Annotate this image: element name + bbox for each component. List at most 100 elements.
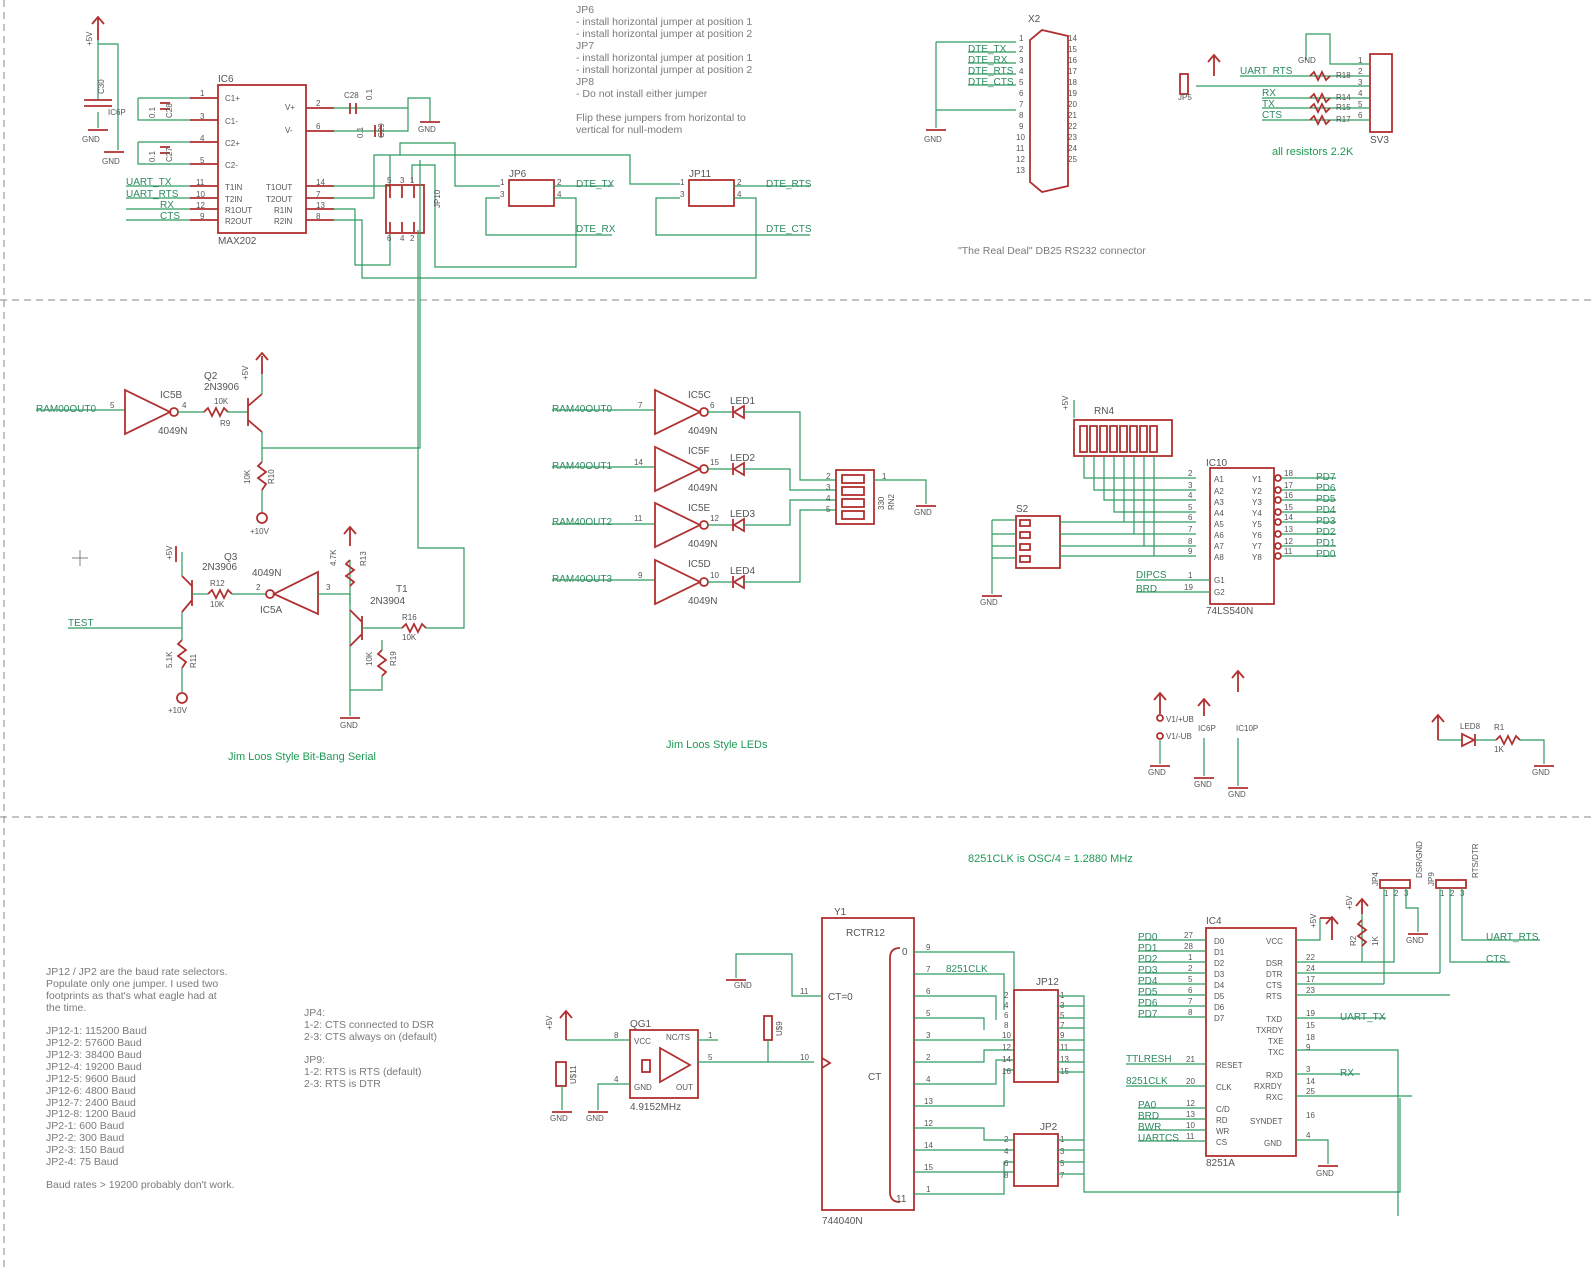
svg-text:D7: D7 [1214, 1014, 1225, 1023]
svg-text:R1IN: R1IN [274, 206, 292, 215]
svg-text:Populate only one jumper. I us: Populate only one jumper. I used two [46, 978, 218, 990]
svg-text:Q3: Q3 [224, 552, 238, 563]
svg-text:1K: 1K [1371, 936, 1380, 946]
svg-text:GND: GND [1406, 936, 1424, 945]
jumper-note-line: Flip these jumpers from horizontal to [576, 112, 746, 124]
svg-text:+5V: +5V [85, 31, 94, 46]
svg-text:CTS: CTS [1266, 981, 1282, 990]
svg-text:GND: GND [1298, 56, 1316, 65]
svg-text:2N3906: 2N3906 [202, 562, 237, 573]
svg-text:GND: GND [1316, 1169, 1334, 1178]
svg-text:0.1: 0.1 [365, 88, 374, 100]
svg-text:6: 6 [1188, 986, 1193, 995]
svg-text:CLK: CLK [1216, 1083, 1232, 1092]
svg-text:JP2: JP2 [1040, 1122, 1058, 1133]
svg-text:4049N: 4049N [688, 426, 717, 437]
svg-text:JP12-8: 1200 Baud: JP12-8: 1200 Baud [46, 1108, 136, 1120]
uart-8251a: IC4 8251A D0 D1 D2 D3 D4 D5 D6 D7 27 28 … [1126, 913, 1440, 1216]
net-uart-rts: UART_RTS [126, 189, 179, 200]
svg-text:74LS540N: 74LS540N [1206, 606, 1253, 617]
svg-text:GND: GND [1228, 790, 1246, 799]
svg-text:S2: S2 [1016, 504, 1029, 515]
svg-text:CT=0: CT=0 [828, 992, 853, 1003]
svg-text:1: 1 [882, 472, 887, 481]
svg-text:RD: RD [1216, 1116, 1228, 1125]
svg-text:3: 3 [1188, 481, 1193, 490]
svg-text:15: 15 [1068, 45, 1077, 54]
ripple-counter: Y1 744040N RCTR12 CT=0 CT 0 11 GND 11 10… [726, 907, 1015, 1227]
svg-text:7: 7 [1060, 1021, 1065, 1030]
svg-text:GND: GND [980, 598, 998, 607]
svg-text:IC10: IC10 [1206, 458, 1228, 469]
svg-text:15: 15 [710, 458, 719, 467]
svg-text:UART_TX: UART_TX [1340, 1012, 1386, 1023]
svg-text:4: 4 [826, 494, 831, 503]
svg-text:R1: R1 [1494, 723, 1505, 732]
svg-text:19: 19 [1306, 1009, 1315, 1018]
svg-text:7: 7 [1188, 997, 1193, 1006]
svg-text:BRD: BRD [1138, 1111, 1159, 1122]
svg-text:RTS: RTS [1266, 992, 1282, 1001]
svg-text:4049N: 4049N [688, 539, 717, 550]
svg-text:T2OUT: T2OUT [266, 195, 292, 204]
svg-text:4.7K: 4.7K [329, 549, 338, 566]
svg-text:C2+: C2+ [225, 139, 240, 148]
svg-text:+5V: +5V [165, 545, 174, 560]
led-drivers: RAM40OUT0 RAM40OUT1 RAM40OUT2 RAM40OUT3 … [552, 388, 936, 751]
svg-text:11: 11 [1284, 547, 1293, 556]
svg-text:4049N: 4049N [252, 568, 281, 579]
svg-text:2: 2 [1019, 45, 1024, 54]
svg-text:330: 330 [877, 496, 886, 510]
svg-text:SV3: SV3 [1370, 135, 1389, 146]
svg-text:+5V: +5V [1061, 395, 1070, 410]
svg-text:8: 8 [1188, 537, 1193, 546]
svg-text:GND: GND [924, 135, 942, 144]
svg-text:TXC: TXC [1268, 1048, 1284, 1057]
svg-text:8251A: 8251A [1206, 1158, 1235, 1169]
svg-text:V+: V+ [285, 103, 295, 112]
svg-text:R2OUT: R2OUT [225, 217, 252, 226]
net-dte-cts: DTE_CTS [766, 224, 812, 235]
svg-text:Baud rates > 19200 probably do: Baud rates > 19200 probably don't work. [46, 1179, 235, 1191]
svg-text:3: 3 [926, 1031, 931, 1040]
svg-text:9: 9 [926, 943, 931, 952]
jumper-note-line: JP6 [576, 4, 594, 16]
svg-text:1: 1 [1188, 571, 1193, 580]
svg-text:LED8: LED8 [1460, 722, 1481, 731]
svg-text:PD2: PD2 [1138, 954, 1158, 965]
svg-text:Y5: Y5 [1252, 520, 1262, 529]
svg-text:V1/+UB: V1/+UB [1166, 715, 1194, 724]
svg-text:VCC: VCC [634, 1037, 651, 1046]
svg-text:744040N: 744040N [822, 1216, 863, 1227]
svg-text:DSR: DSR [1266, 959, 1283, 968]
svg-text:D5: D5 [1214, 992, 1225, 1001]
svg-text:7: 7 [1188, 525, 1193, 534]
svg-text:U$11: U$11 [569, 1065, 578, 1084]
svg-text:14: 14 [924, 1141, 933, 1150]
svg-text:JP12 / JP2 are the baud rate s: JP12 / JP2 are the baud rate selectors. [46, 966, 228, 978]
ic6-name: IC6 [218, 74, 234, 85]
svg-text:16: 16 [1306, 1111, 1315, 1120]
svg-text:11: 11 [196, 178, 205, 187]
svg-text:WR: WR [1216, 1127, 1230, 1136]
svg-text:6: 6 [1019, 89, 1024, 98]
svg-text:1: 1 [200, 89, 205, 98]
svg-text:SYNDET: SYNDET [1250, 1117, 1283, 1126]
jumper-note-line: JP7 [576, 40, 594, 52]
svg-text:JP6: JP6 [509, 169, 527, 180]
jumper-notes: JP6 - install horizontal jumper at posit… [576, 4, 752, 136]
svg-text:JP2-4: 75 Baud: JP2-4: 75 Baud [46, 1156, 119, 1168]
svg-text:1: 1 [1358, 56, 1363, 65]
svg-text:JP10: JP10 [433, 189, 442, 208]
svg-text:CS: CS [1216, 1138, 1227, 1147]
svg-text:12: 12 [710, 514, 719, 523]
svg-text:3: 3 [326, 583, 331, 592]
net-dte-rx: DTE_RX [576, 224, 616, 235]
svg-text:+10V: +10V [168, 706, 188, 715]
svg-text:RXC: RXC [1266, 1093, 1283, 1102]
svg-text:PD7: PD7 [1138, 1009, 1158, 1020]
svg-text:1-2: RTS is RTS (default): 1-2: RTS is RTS (default) [304, 1066, 421, 1078]
svg-text:U$9: U$9 [775, 1021, 784, 1036]
